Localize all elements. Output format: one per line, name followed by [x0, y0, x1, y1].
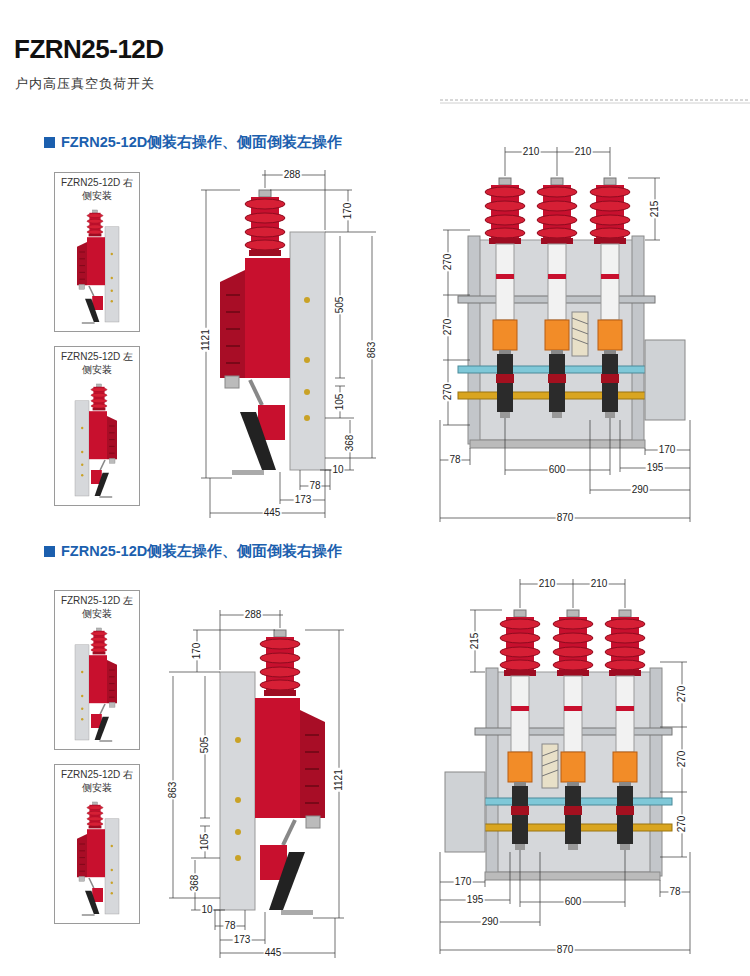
thumbnail-caption: FZRN25-12D 右侧安装 — [59, 769, 135, 794]
thumbnail-caption: FZRN25-12D 右侧安装 — [59, 177, 135, 202]
dimension-label: 195 — [466, 894, 485, 906]
dimension-label: 210 — [538, 578, 557, 590]
dimension-label: 78 — [308, 480, 321, 492]
dimension-label: 173 — [294, 494, 313, 506]
dimension-label: 863 — [167, 781, 179, 800]
dimension-label: 1121 — [200, 328, 212, 352]
dimension-label: 170 — [658, 444, 677, 456]
dimension-label: 173 — [233, 934, 252, 946]
dimension-label: 210 — [590, 578, 609, 590]
side-view — [220, 190, 325, 475]
dimension-label: 290 — [481, 916, 500, 928]
product-subtitle: 户内高压真空负荷开关 — [14, 76, 156, 91]
dimension-label: 505 — [334, 296, 346, 315]
dimension-label: 505 — [199, 736, 211, 755]
dimension-label: 270 — [442, 253, 454, 272]
thumbnail-box: FZRN25-12D 左侧安装 — [54, 346, 140, 506]
dimension-label: 445 — [264, 947, 283, 959]
section-heading: FZRN25-12D侧装左操作、侧面倒装右操作 — [60, 543, 343, 560]
dimension-label: 863 — [366, 341, 378, 360]
dimension-label: 368 — [344, 434, 356, 453]
dimension-label: 215 — [649, 200, 661, 219]
dimension-label: 78 — [448, 454, 461, 466]
dimension-label: 210 — [522, 146, 541, 158]
thumbnail-caption: FZRN25-12D 左侧安装 — [59, 351, 135, 376]
dimension-label: 10 — [200, 904, 213, 916]
front-view — [440, 147, 690, 522]
dimension-label: 215 — [469, 632, 481, 651]
thumbnail-figure — [75, 384, 117, 498]
thumbnail-caption: FZRN25-12D 左侧安装 — [59, 595, 135, 620]
thumbnail-box: FZRN25-12D 右侧安装 — [54, 172, 140, 332]
dimension-label: 105 — [334, 393, 346, 412]
dimension-label: 10 — [331, 464, 344, 476]
dimension-label: 445 — [263, 507, 282, 519]
dimension-label: 600 — [548, 464, 567, 476]
section-heading: FZRN25-12D侧装右操作、侧面倒装左操作 — [60, 134, 343, 151]
dimension-label: 290 — [631, 484, 650, 496]
dimension-label: 270 — [442, 383, 454, 402]
thumbnail-figure — [75, 628, 117, 742]
dimension-label: 270 — [676, 685, 688, 704]
dimension-label: 170 — [342, 202, 354, 221]
dimension-label: 870 — [556, 944, 575, 956]
dimension-lines — [201, 170, 376, 518]
side-view — [220, 630, 325, 915]
thumbnail-box: FZRN25-12D 右侧安装 — [54, 764, 140, 924]
dimension-label: 105 — [199, 833, 211, 852]
dimension-label: 195 — [646, 462, 665, 474]
dimension-label: 170 — [191, 642, 203, 661]
thumbnail-box: FZRN25-12D 左侧安装 — [54, 590, 140, 750]
dimension-label: 210 — [574, 146, 593, 158]
dimension-label: 600 — [564, 896, 583, 908]
thumbnail-figure — [77, 802, 119, 916]
front-view — [440, 579, 690, 954]
dimension-label: 368 — [189, 874, 201, 893]
thumbnail-figure — [77, 210, 119, 324]
dimension-label: 78 — [668, 886, 681, 898]
dimension-label: 270 — [676, 750, 688, 769]
product-title: FZRN25-12D — [14, 36, 164, 62]
dimension-label: 288 — [283, 169, 302, 181]
dimension-label: 288 — [244, 609, 263, 621]
dimension-lines — [169, 610, 344, 958]
dimension-label: 1121 — [333, 768, 345, 792]
dimension-label: 170 — [454, 876, 473, 888]
dimension-label: 870 — [556, 512, 575, 524]
dimension-label: 270 — [676, 815, 688, 834]
dimension-label: 78 — [223, 920, 236, 932]
dimension-label: 270 — [442, 318, 454, 337]
